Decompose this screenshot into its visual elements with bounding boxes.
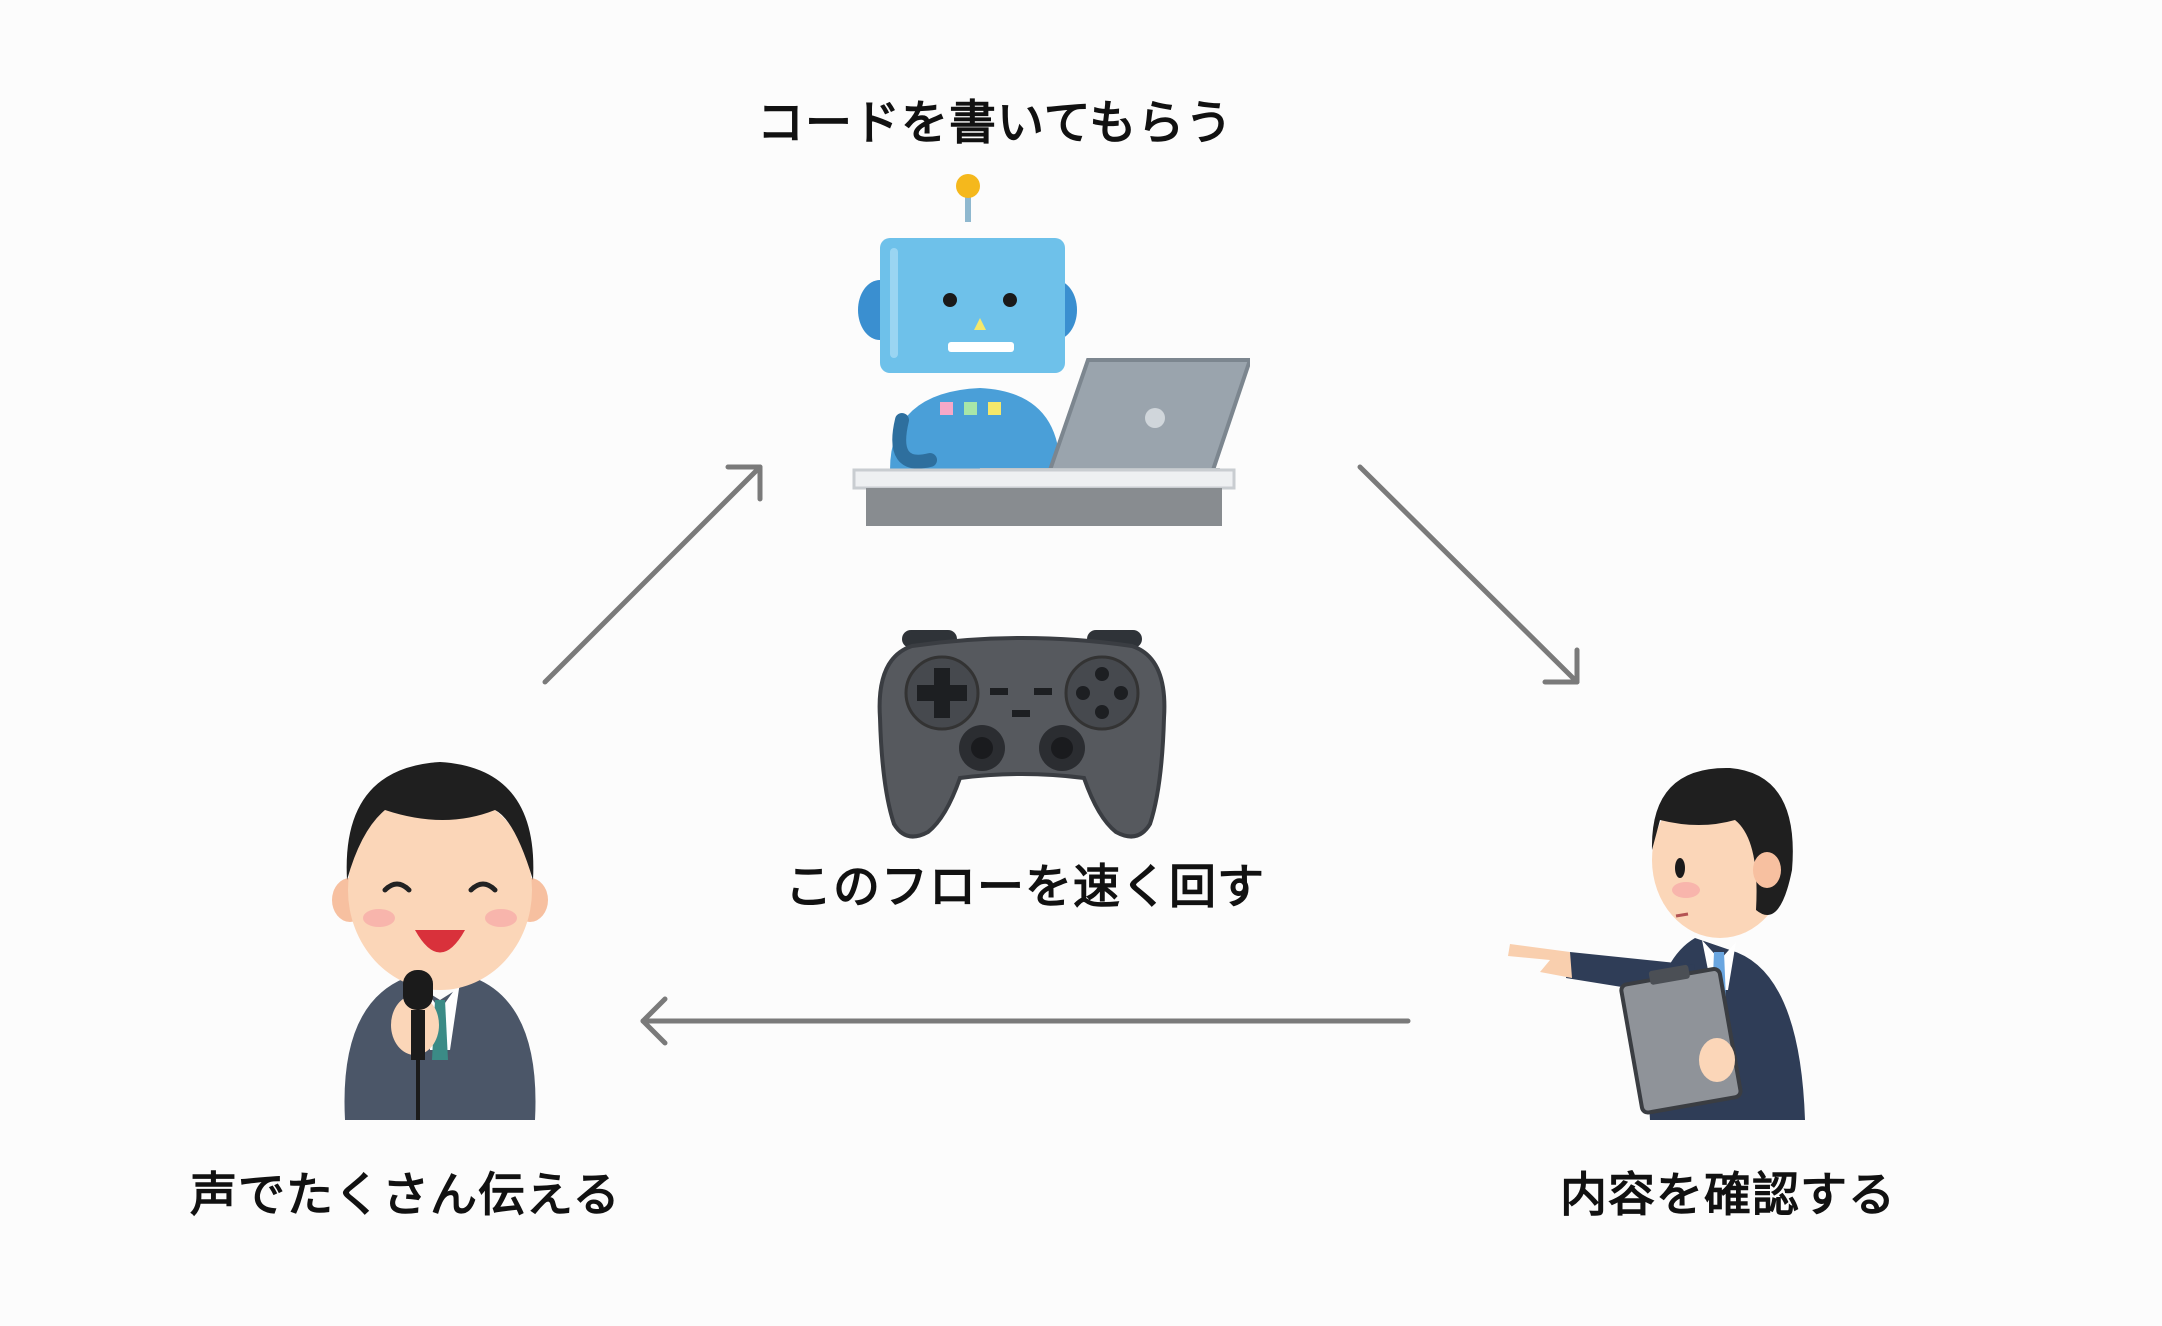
robot-at-laptop-icon bbox=[852, 174, 1250, 526]
arrow-voice-to-robot bbox=[542, 464, 763, 685]
review-label: 内容を確認する bbox=[1560, 1168, 1896, 1223]
man-with-microphone-icon bbox=[332, 762, 548, 1120]
man-pointing-with-clipboard-icon bbox=[1508, 767, 1805, 1120]
write-code-label: コードを書いてもらう bbox=[757, 96, 1234, 151]
loop-fast-label: このフローを速く回す bbox=[785, 860, 1265, 915]
voice-label: 声でたくさん伝える bbox=[190, 1168, 621, 1223]
arrow-review-to-voice bbox=[640, 996, 1411, 1046]
game-controller-icon bbox=[877, 630, 1167, 839]
arrow-robot-to-review bbox=[1357, 464, 1580, 685]
